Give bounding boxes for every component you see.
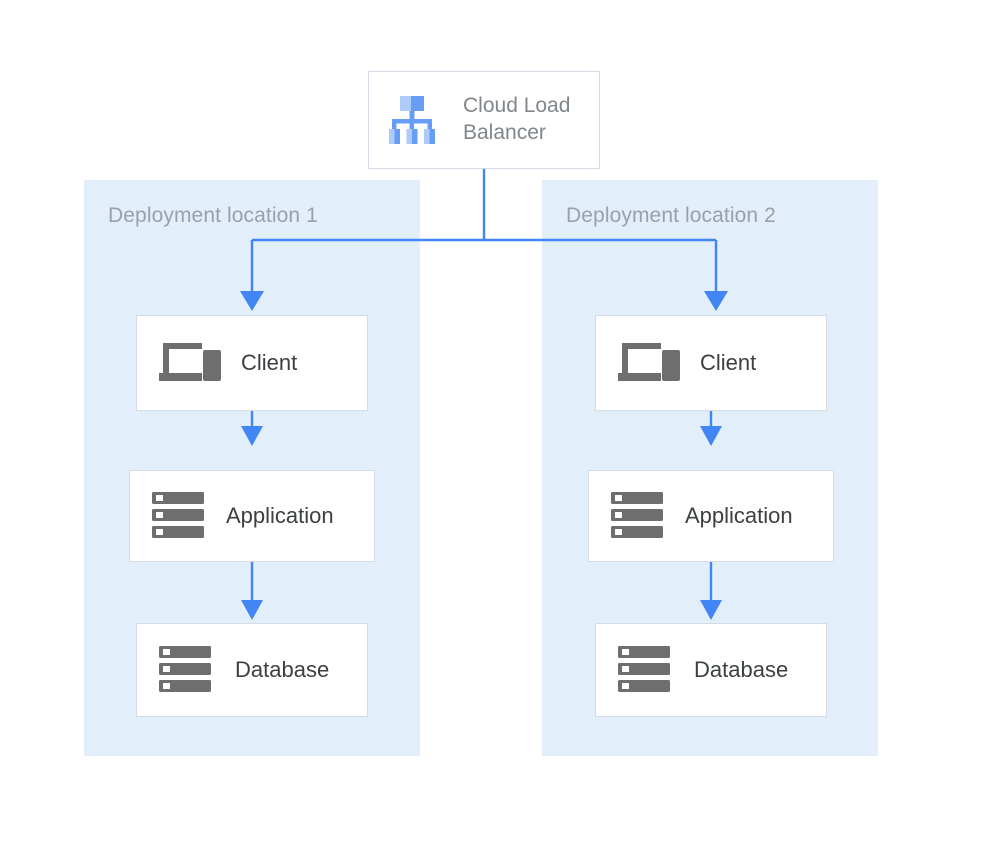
server-stack-icon	[152, 492, 204, 538]
devices-client-icon	[159, 343, 221, 381]
database-label-location-2: Database	[694, 657, 789, 682]
cloud-load-balancer-node[interactable]: Cloud Load Balancer	[368, 71, 600, 169]
deployment-location-1-label: Deployment location 1	[108, 204, 318, 227]
client-label-location-2: Client	[700, 350, 757, 375]
application-node-location-2[interactable]: Application	[588, 470, 834, 562]
application-label-location-2: Application	[685, 503, 793, 528]
server-stack-icon	[159, 646, 211, 692]
database-label-location-1: Database	[235, 657, 330, 682]
database-node-location-1[interactable]: Database	[136, 623, 368, 717]
application-node-location-1[interactable]: Application	[129, 470, 375, 562]
client-node-location-1[interactable]: Client	[136, 315, 368, 411]
deployment-location-2-label: Deployment location 2	[566, 204, 776, 227]
database-node-location-2[interactable]: Database	[595, 623, 827, 717]
client-node-location-2[interactable]: Client	[595, 315, 827, 411]
server-stack-icon	[618, 646, 670, 692]
application-label-location-1: Application	[226, 503, 334, 528]
cloud-load-balancer-label: Cloud Load Balancer	[463, 94, 571, 144]
devices-client-icon	[618, 343, 680, 381]
client-label-location-1: Client	[241, 350, 298, 375]
server-stack-icon	[611, 492, 663, 538]
load-balancer-hierarchy-icon	[389, 96, 435, 144]
